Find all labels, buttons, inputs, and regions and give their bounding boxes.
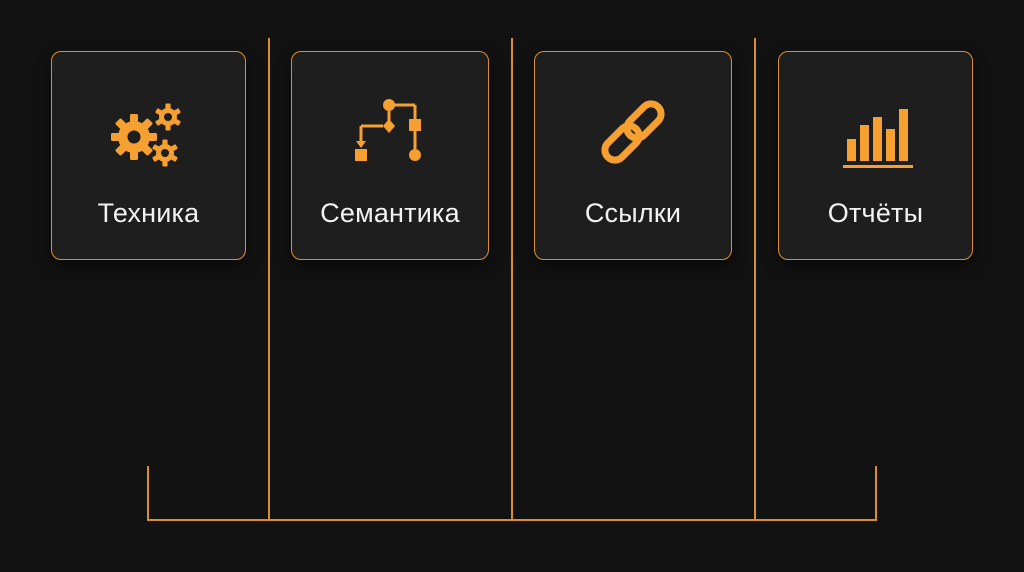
card-tech[interactable]: Техника — [51, 51, 246, 260]
card-reports[interactable]: Отчёты — [778, 51, 973, 260]
flowchart-icon — [292, 98, 488, 172]
chain-link-icon — [535, 98, 731, 172]
bottom-bracket — [147, 466, 877, 521]
bar-chart-icon — [779, 98, 972, 172]
card-semantics[interactable]: Семантика — [291, 51, 489, 260]
card-label-links: Ссылки — [584, 198, 682, 228]
card-label-semantics: Семантика — [320, 198, 460, 228]
card-label-reports: Отчёты — [827, 198, 924, 228]
card-links[interactable]: Ссылки — [534, 51, 732, 260]
gears-icon — [52, 98, 245, 172]
card-label-tech: Техника — [97, 198, 200, 228]
